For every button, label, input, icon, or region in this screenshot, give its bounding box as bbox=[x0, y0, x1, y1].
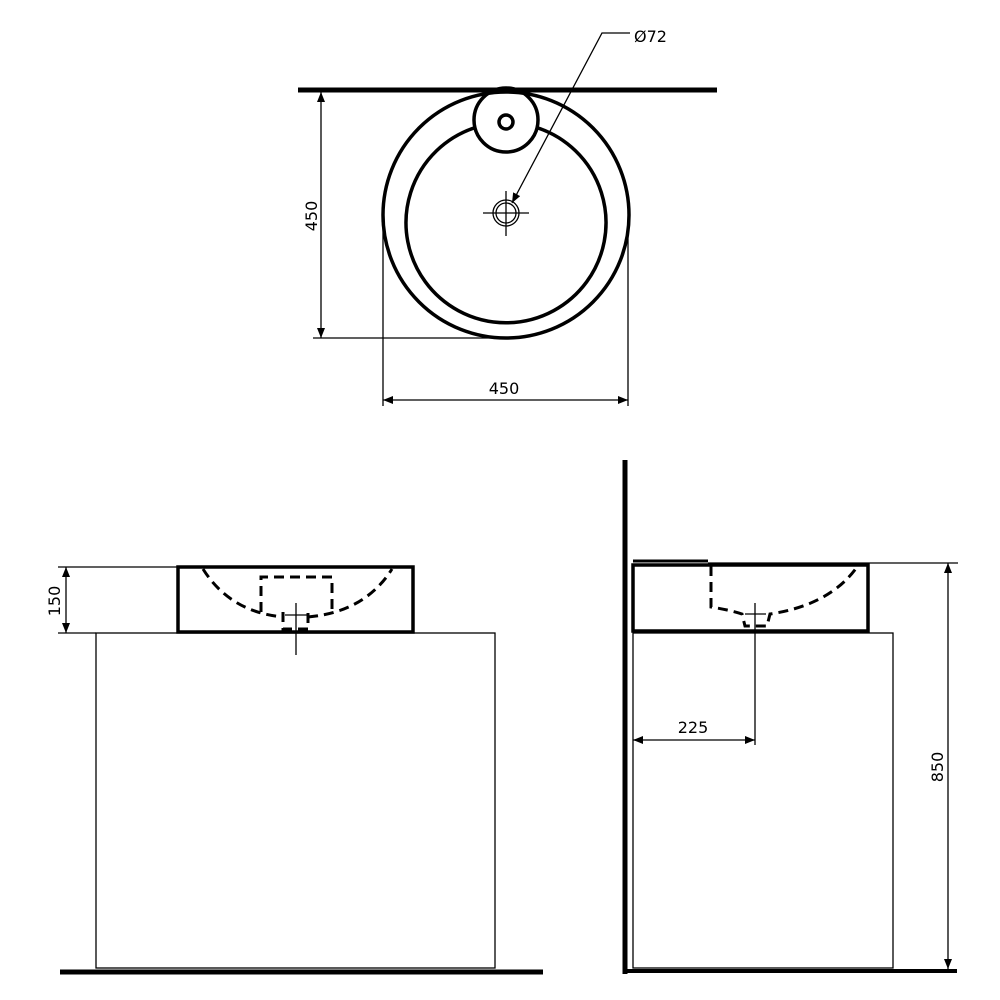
bowl-hidden-line bbox=[709, 566, 859, 628]
cabinet bbox=[95, 632, 496, 969]
width-label: 450 bbox=[489, 379, 520, 398]
drain-offset-label: 225 bbox=[678, 718, 709, 737]
bowl-hidden-line bbox=[307, 568, 394, 619]
basin-height-label: 150 bbox=[45, 586, 64, 617]
basin-inner-bowl bbox=[404, 126, 608, 325]
drain-hidden-line bbox=[281, 612, 310, 631]
top-view: Ø72 450 450 bbox=[298, 27, 717, 406]
basin-side bbox=[631, 563, 870, 633]
diameter-label: Ø72 bbox=[634, 27, 667, 46]
drain-hidden-line bbox=[259, 575, 334, 612]
faucet-deck bbox=[472, 86, 540, 154]
bowl-hidden-line bbox=[201, 568, 284, 619]
side-view: 225 850 bbox=[622, 460, 958, 974]
diameter-leader bbox=[511, 32, 630, 204]
front-view: 150 bbox=[45, 565, 543, 975]
faucet-hole bbox=[497, 113, 515, 131]
total-height-label: 850 bbox=[928, 752, 947, 783]
height-label: 450 bbox=[302, 201, 321, 232]
cabinet bbox=[632, 632, 894, 969]
